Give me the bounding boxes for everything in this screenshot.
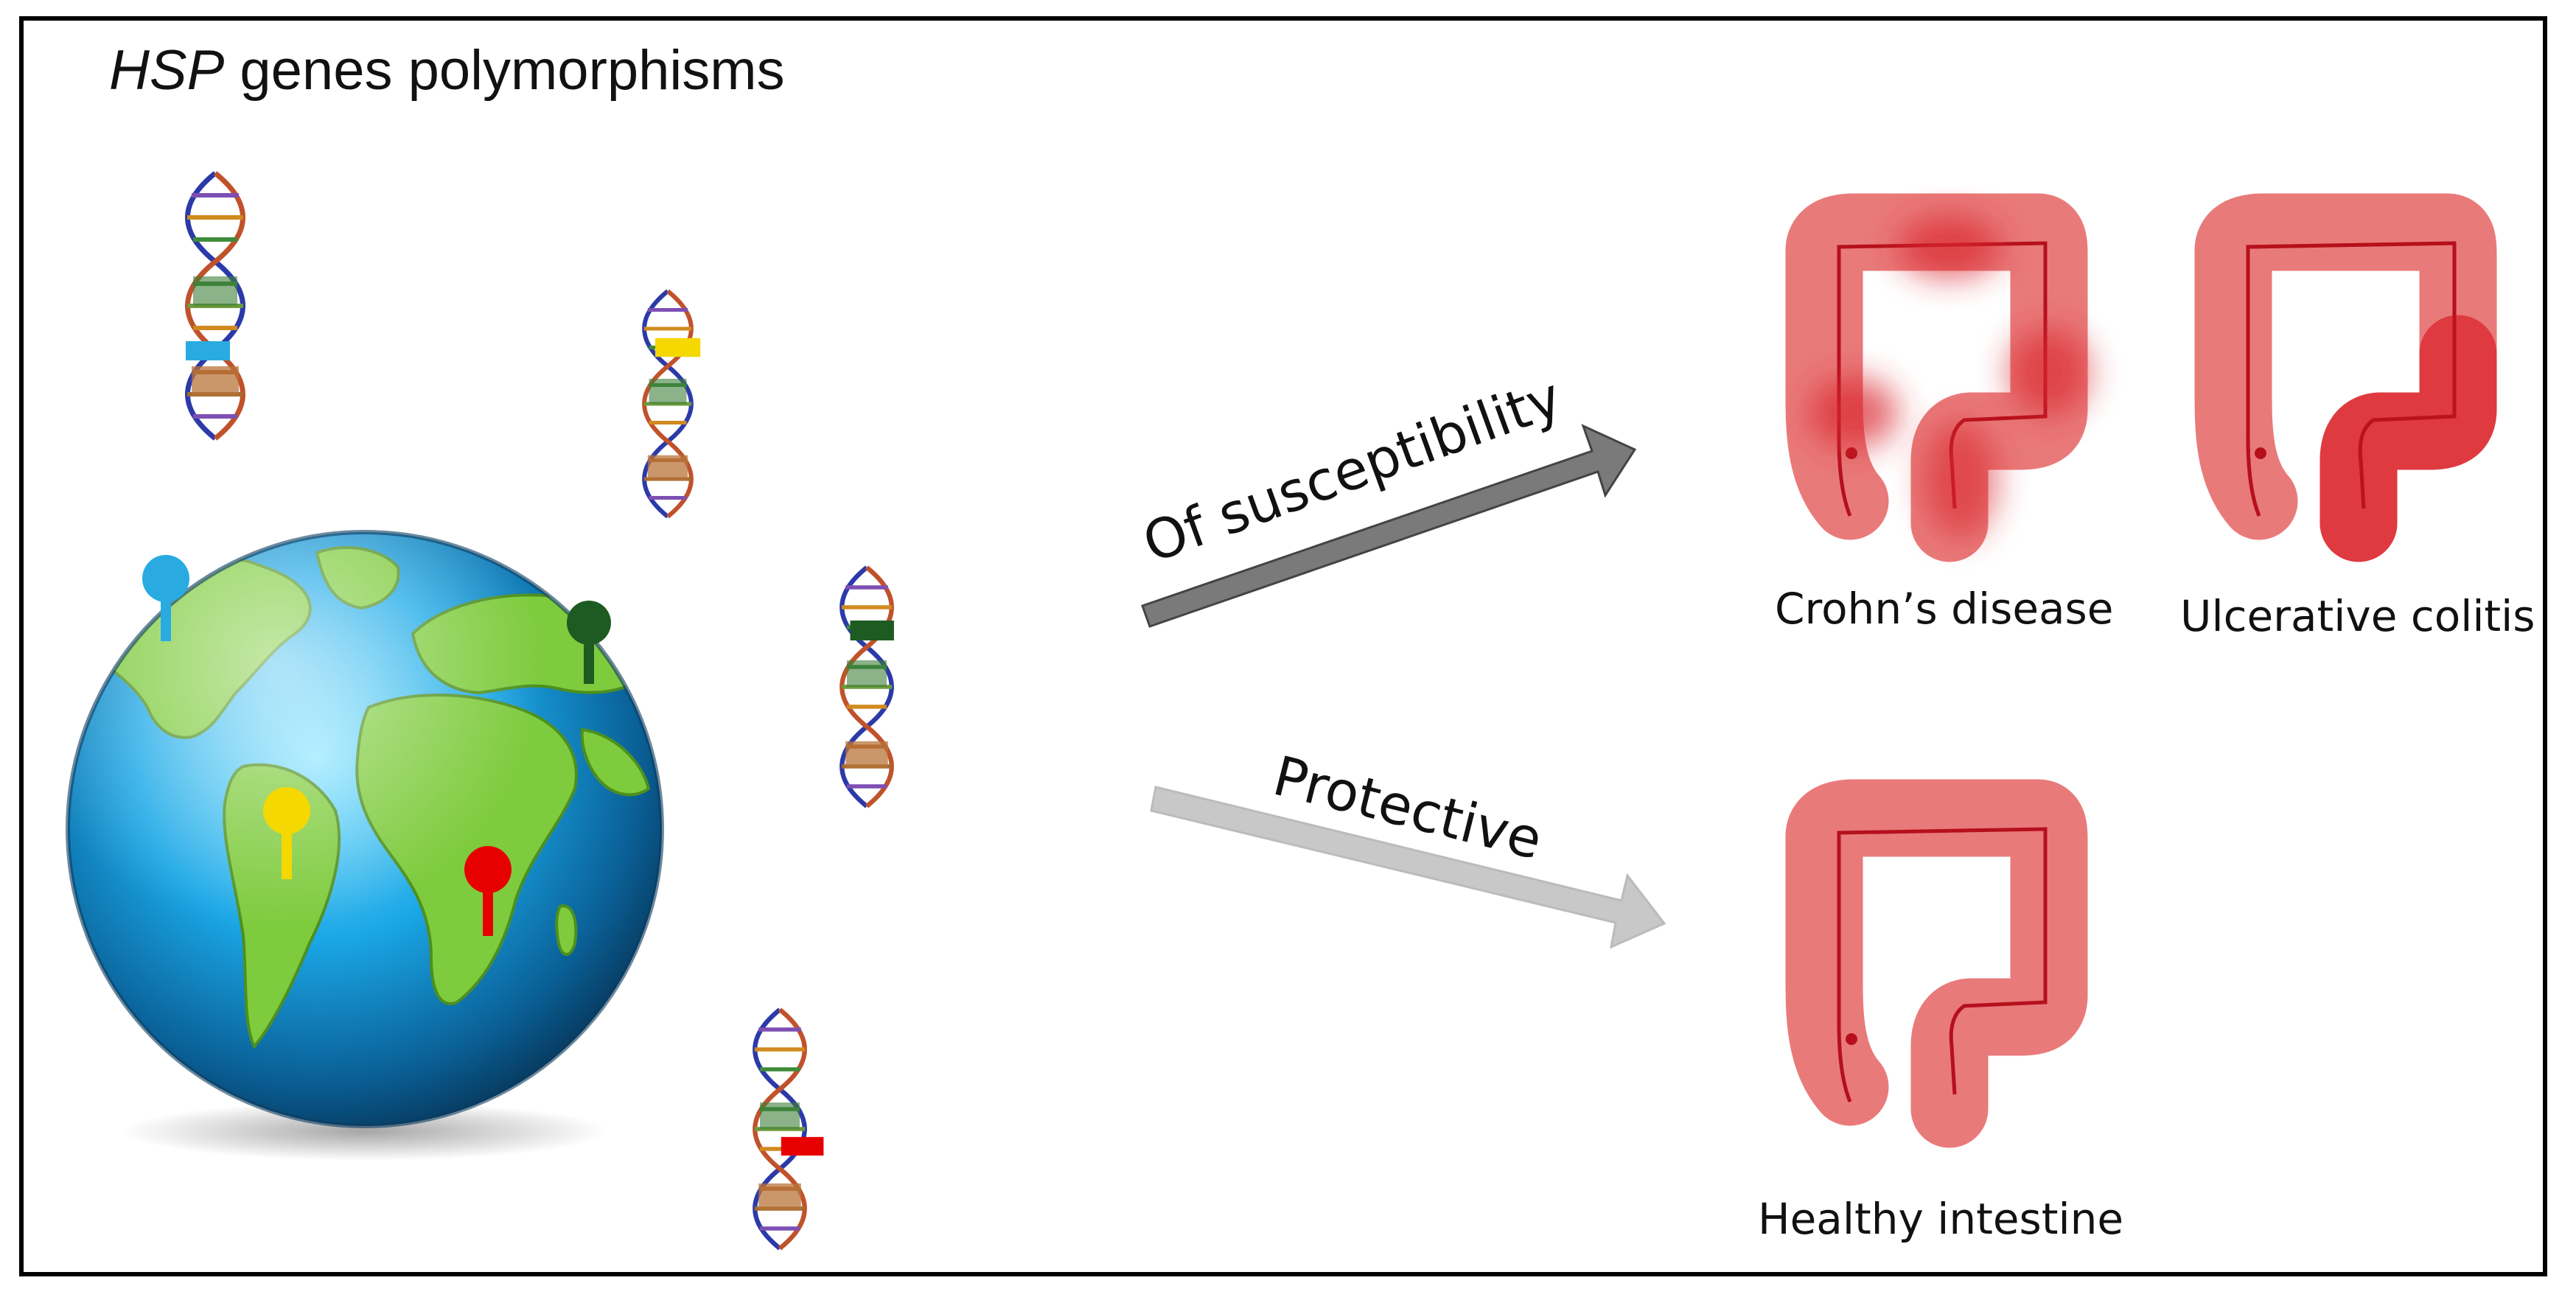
colon-ulcerative <box>2233 232 2497 562</box>
arrow-susceptibility <box>1141 424 1637 628</box>
dna-helix-blue <box>186 173 243 438</box>
variant-marker-yellow <box>655 338 701 357</box>
variant-marker-blue <box>186 341 230 360</box>
inflammation-patch <box>2008 328 2090 416</box>
globe-shadow <box>122 1102 608 1161</box>
colon-healthy <box>1824 818 2049 1109</box>
globe-rim <box>66 530 664 1128</box>
title-rest: genes polymorphisms <box>224 39 785 102</box>
dna-helix-yellow <box>644 291 701 517</box>
pin-darkgreen <box>567 601 611 684</box>
arrow-protective <box>1150 786 1666 949</box>
dna-helix-darkgreen <box>842 567 894 806</box>
inflammation-continuous <box>2320 315 2497 562</box>
inflammation-patch <box>1898 216 2001 278</box>
globe-highlight <box>68 532 662 1126</box>
inflammation-patch <box>1924 420 1997 538</box>
figure-title: HSP genes polymorphisms <box>109 38 785 102</box>
dna-helix-red <box>755 1010 824 1248</box>
pin-blue <box>142 555 189 641</box>
pin-yellow <box>263 787 310 879</box>
title-italic: HSP <box>109 39 225 102</box>
colon-crohns <box>1809 216 2090 538</box>
variant-marker-red <box>781 1136 824 1156</box>
label-healthy: Healthy intestine <box>1758 1194 2124 1244</box>
label-ulcerative: Ulcerative colitis <box>2180 591 2535 641</box>
figure-frame <box>19 16 2547 1276</box>
inflammation-patch <box>1809 377 1898 448</box>
variant-marker-darkgreen <box>850 621 894 640</box>
pin-red <box>464 846 512 936</box>
label-crohns: Crohn’s disease <box>1775 584 2114 634</box>
